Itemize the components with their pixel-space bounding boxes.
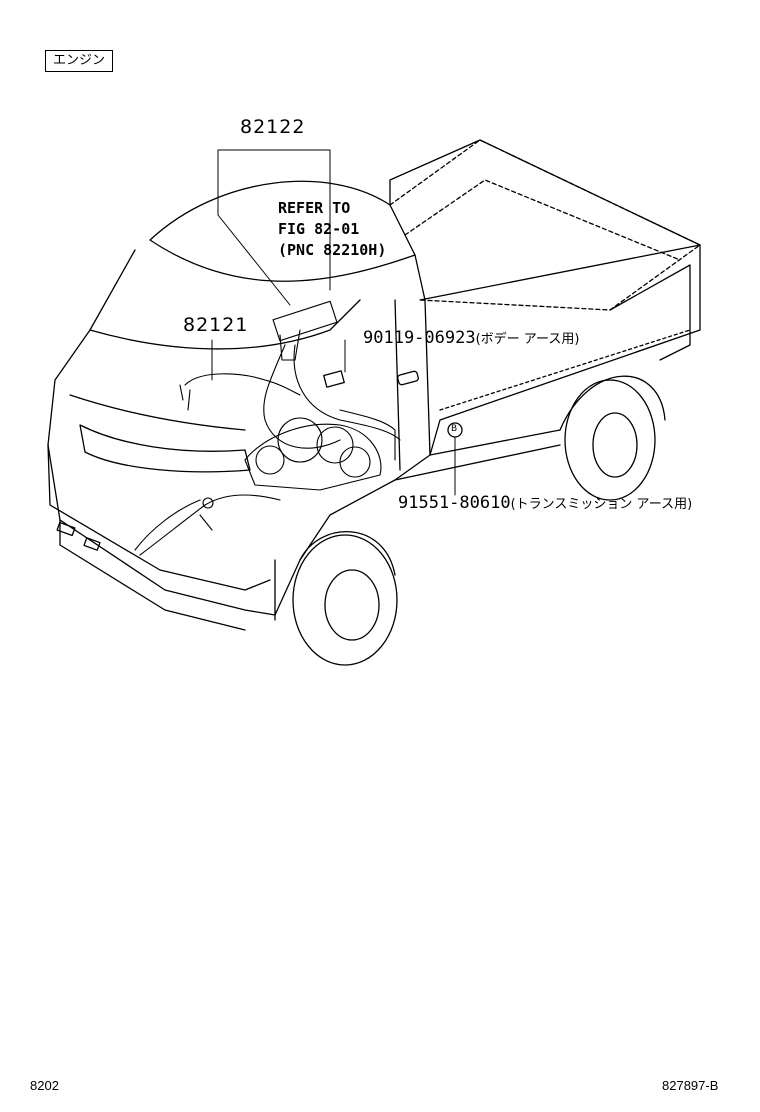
headlight-right [83,537,101,551]
callout-body-ground-bolt: 90119-06923(ボデー アース用) [363,328,579,348]
engine-wire-harness [134,300,401,556]
bed-inner [404,179,681,261]
refer-line-1: REFER TO [278,199,351,217]
section-tag-engine: エンジン [45,50,114,72]
callout-82121: 82121 [183,314,249,336]
callout-transmission-ground: 91551-80610(トランスミッション アース用) [398,493,692,513]
body-ground-bolt [323,370,345,388]
illustration-code: 827897-B [662,1078,719,1093]
bed-rear [609,264,691,361]
bed-floor [439,329,691,411]
ground-description: (トランスミッション アース用) [510,497,693,512]
door-line [394,299,401,471]
bed-top [389,139,701,311]
bed-side [419,244,701,456]
chassis-frame [394,429,561,481]
bolt-part-number: 90119-06923 [363,328,476,348]
refer-line-3: (PNC 82210H) [278,241,387,259]
ground-marker-letter: B [451,424,458,434]
hood-crease [69,394,246,431]
door-handle [397,370,419,386]
bed-front-wall [389,139,701,246]
rear-wheel [564,379,656,501]
ground-marker-circle [447,422,463,438]
headlight-left [56,521,76,537]
front-wheel [292,534,398,666]
leader-lines [211,149,456,496]
front-wheel-hub [324,569,380,641]
front-wheel-arch [299,531,396,576]
refer-line-2: FIG 82-01 [278,220,360,238]
grille [79,424,251,473]
rear-wheel-hub [592,412,638,478]
callout-82122: 82122 [240,116,306,138]
rear-wheel-arch [559,375,666,431]
windshield [89,249,361,350]
bumper-lower [59,519,246,631]
bolt-description: (ボデー アース用) [475,332,580,347]
ground-part-number: 91551-80610 [398,493,511,513]
page-code: 8202 [30,1078,59,1093]
bumper [47,444,271,591]
